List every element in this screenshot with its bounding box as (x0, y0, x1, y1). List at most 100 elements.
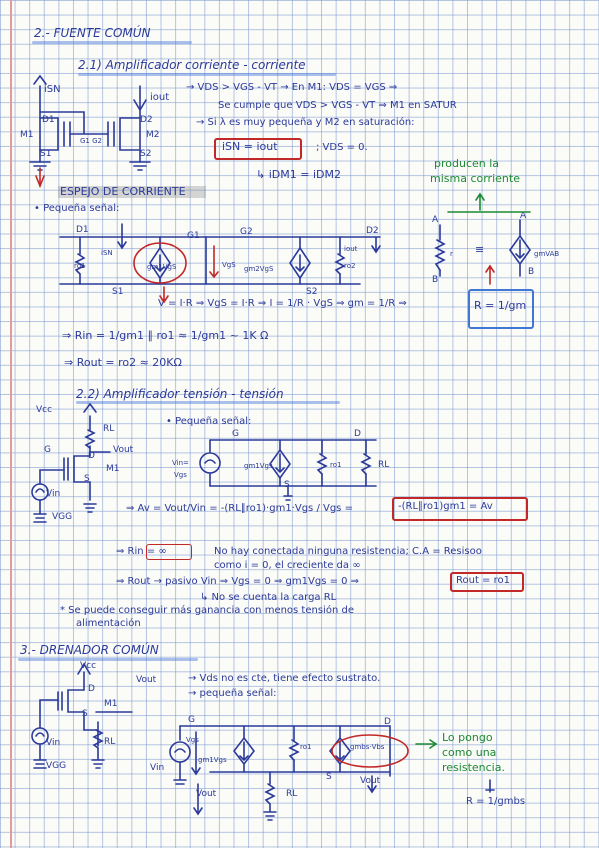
ro2-label: ro2 (344, 262, 356, 270)
rl-label: RL (103, 424, 115, 434)
ab-a2: A (520, 211, 527, 221)
g1-label: G1 (187, 231, 200, 241)
ro3-label: ro1 (330, 461, 342, 469)
vout-label: Vout (113, 445, 134, 455)
g5-label: G (188, 715, 195, 725)
sub1-highlight (78, 73, 336, 76)
vcc-label: Vcc (36, 405, 53, 415)
rout2-box (450, 572, 524, 592)
rl5-label: RL (286, 789, 298, 799)
c1ss-rails (59, 236, 381, 285)
line-vds: → VDS > VGS - VT → En M1: VDS = VGS ⇒ (186, 82, 398, 93)
rin-note-2: como i = 0, el creciente da ∞ (214, 560, 361, 571)
d1b-label: D1 (76, 225, 89, 235)
m1b-label: M1 (106, 464, 120, 474)
ab-equiv: ≡ (475, 243, 485, 256)
ro1-label: ro1 (74, 262, 86, 270)
av-derivation: ⇒ Av = Vout/Vin = -(RL∥ro1)·gm1·Vgs / Vg… (126, 503, 353, 514)
rout2-box-text: Rout = ro1 (456, 575, 510, 586)
s-label: S (84, 474, 90, 484)
section-title: 2.- FUENTE COMÚN (34, 26, 151, 40)
vout5-label: Vout (360, 776, 381, 786)
r-formula: R = 1/gmbs (466, 796, 526, 807)
rl4-label: RL (104, 737, 116, 747)
g3-label: G (232, 429, 239, 439)
small-signal-label-1: • Pequeña señal: (34, 203, 120, 214)
gm1-label: gm1VgS (147, 263, 177, 271)
m2-label: M2 (146, 130, 160, 140)
vin2-label: Vin= (172, 459, 189, 467)
vgg-label: VGG (52, 512, 73, 522)
vout6-label: Vout (196, 789, 217, 799)
av-box-text: -(RL∥ro1)gm1 = Av (398, 501, 493, 512)
g2-label: G2 (240, 227, 253, 237)
s4-label: S (82, 709, 88, 719)
current-equal-text: iSN = iout (222, 140, 278, 153)
s3-label: S (284, 480, 290, 490)
lo-pongo-3: resistencia. (442, 761, 505, 774)
iout2-label: iout (344, 245, 358, 253)
lo-pongo-1: Lo pongo (442, 731, 493, 744)
ab-r: r (450, 250, 453, 258)
rout2-text: ⇒ Rout → pasivo Vin ⇒ Vgs = 0 ⇒ gm1Vgs =… (116, 576, 360, 587)
vin5-label: Vin (150, 763, 165, 773)
s5-label: S (326, 772, 332, 782)
r-box-text: R = 1/gm (474, 299, 527, 312)
vgs5-label: Vgs (186, 736, 199, 744)
vin-label: Vin (46, 489, 61, 499)
rin-inf-box (146, 544, 192, 560)
ab-gm: gmVAB (534, 250, 560, 258)
gmbs-circle (331, 734, 409, 768)
d3-label: D (354, 429, 361, 439)
line-cumple: Se cumple que VDS > VGS - VT ⇒ M1 en SAT… (218, 100, 457, 111)
s3-highlight (18, 658, 198, 661)
gm2-label: gm2VgS (244, 265, 274, 273)
espejo-highlight (58, 186, 206, 198)
d4-label: D (88, 684, 95, 694)
idm-equal-text: ↳ iDM1 = iDM2 (256, 168, 341, 181)
sub2-highlight (76, 401, 340, 404)
dc-note-2: → pequeña señal: (188, 688, 277, 699)
d5-label: D (384, 717, 391, 727)
ab-b1: B (432, 275, 439, 285)
subsection-title-2: 2.2) Amplificador tensión - tensión (76, 387, 284, 401)
m1-label: M1 (20, 130, 34, 140)
margin-line (10, 0, 12, 848)
iout-label: iout (150, 92, 170, 103)
note-gain-1: * Se puede conseguir más ganancia con me… (60, 605, 354, 616)
line-lambda: → Si λ es muy pequeña y M2 en saturación… (196, 117, 415, 128)
section-3-title: 3.- DRENADOR COMÚN (20, 643, 159, 657)
d1-label: D1 (42, 115, 55, 125)
small-signal-label-2: • Pequeña señal: (166, 416, 252, 427)
vgs-label: VgS (222, 261, 236, 269)
ohm-derivation: V = I·R ⇒ VgS = I·R ⇒ I = 1/R · VgS ⇒ gm… (158, 298, 407, 309)
d2-label: D2 (140, 115, 153, 125)
subsection-title-1: 2.1) Amplificador corriente - corriente (78, 58, 306, 72)
producen-note-1: producen la (434, 157, 500, 170)
vcc3-label: Vcc (80, 661, 97, 671)
r-box (468, 289, 534, 329)
vgs2-label: Vgs (174, 471, 187, 479)
vgg4-label: VGG (46, 761, 67, 771)
rout-note: ↳ No se cuenta la carga RL (200, 592, 337, 603)
dc-note-1: → Vds no es cte, tiene efecto sustrato. (188, 673, 381, 684)
vin4-label: Vin (46, 738, 61, 748)
ab-a1: A (432, 215, 439, 225)
rout-text: ⇒ Rout = ro2 ≈ 20KΩ (64, 356, 182, 369)
vds-zero-text: ; VDS = 0. (316, 142, 368, 153)
gm1-circle (133, 242, 187, 284)
title-highlight (32, 41, 192, 44)
note-gain-2: alimentación (76, 618, 141, 629)
gmbs-label: gmbs·Vbs (350, 743, 385, 751)
g-label: G (44, 445, 51, 455)
lo-pongo-2: como una (442, 746, 497, 759)
s1-label: S1 (40, 149, 52, 159)
gm3-label: gm1Vgs (244, 462, 273, 470)
m1c-label: M1 (104, 699, 118, 709)
espejo-title: ESPEJO DE CORRIENTE (60, 185, 186, 198)
d2b-label: D2 (366, 226, 379, 236)
g1g2-label: G1 G2 (80, 137, 102, 145)
vout3-label: Vout (136, 675, 157, 685)
